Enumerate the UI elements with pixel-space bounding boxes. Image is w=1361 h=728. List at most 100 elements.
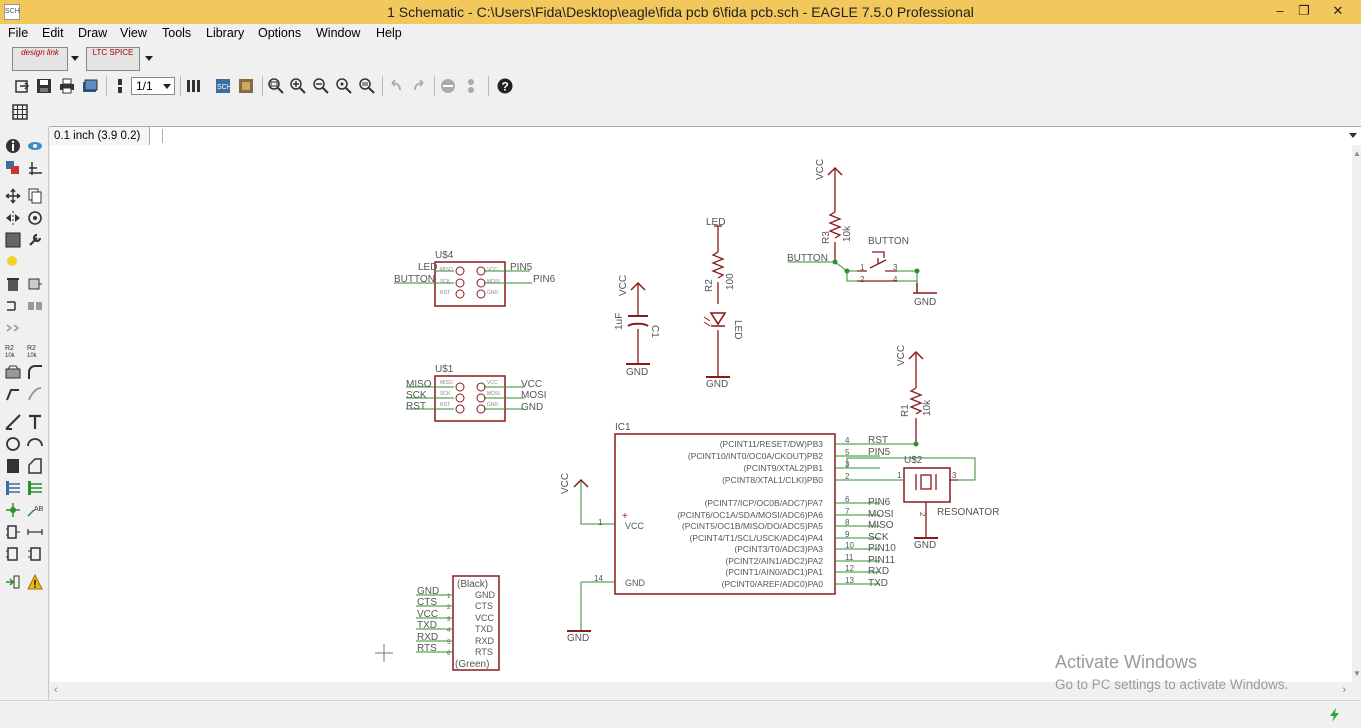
junction-icon[interactable] [5, 502, 21, 518]
move-icon[interactable] [5, 188, 21, 204]
modules-icon[interactable] [27, 546, 43, 562]
menu-window[interactable]: Window [316, 26, 361, 40]
scroll-down-icon[interactable]: ▼ [1353, 669, 1361, 678]
group-icon[interactable] [5, 232, 21, 248]
erc-icon[interactable] [5, 574, 21, 590]
ic1-pin-label: (PCINT6/OC1A/SDA/MOSI/ADC6)PA6 [677, 510, 823, 520]
zoom-redraw-icon[interactable] [336, 78, 352, 94]
sheet-icon[interactable] [112, 78, 128, 94]
schematic-icon[interactable]: SCH [215, 78, 231, 94]
ltspice-dropdown-icon[interactable] [145, 56, 153, 61]
resonator-part[interactable]: U$2 RESONATOR 1 2 3 GND [897, 455, 999, 551]
save-icon[interactable] [36, 78, 52, 94]
board-switch-icon[interactable] [186, 78, 202, 94]
miter-icon[interactable] [27, 364, 43, 380]
lightning-icon[interactable] [1327, 707, 1343, 723]
horizontal-scrollbar[interactable]: ‹ › [50, 682, 1352, 700]
bus-icon[interactable] [5, 480, 21, 496]
scroll-left-icon[interactable]: ‹ [54, 684, 58, 696]
change-icon[interactable] [27, 232, 43, 248]
mark-icon[interactable] [27, 160, 43, 176]
open-icon[interactable] [14, 78, 30, 94]
paste-icon[interactable] [5, 254, 21, 270]
rect-icon[interactable] [5, 458, 21, 474]
r1-reset-branch[interactable]: VCC R1 10k [896, 345, 933, 444]
menu-edit[interactable]: Edit [42, 26, 64, 40]
circle-icon[interactable] [5, 436, 21, 452]
ic1-pin-net: RXD [868, 566, 889, 577]
redo-icon[interactable] [411, 78, 427, 94]
ic1-pin-number: 13 [845, 576, 854, 585]
replace-icon[interactable] [27, 298, 43, 314]
r2-led-branch[interactable]: LED R2 100 LED GND [703, 217, 743, 390]
c1-capacitor[interactable]: VCC 1uF C1 GND [614, 275, 660, 378]
cam-processor-icon[interactable] [82, 78, 98, 94]
mirror-icon[interactable] [5, 210, 21, 226]
vertical-scrollbar[interactable]: ▲ ▼ [1352, 145, 1361, 682]
net-icon[interactable] [27, 480, 43, 496]
design-link-button[interactable]: design link [12, 47, 68, 71]
resonator-pin: 3 [952, 471, 957, 480]
print-icon[interactable] [59, 78, 75, 94]
gateswap-icon[interactable] [5, 320, 21, 336]
label-icon[interactable]: AB [27, 502, 43, 518]
schematic-canvas[interactable]: U$4 MISO SCK RST VCC MOSI GND LED BUTTON… [50, 145, 1352, 682]
help-icon[interactable]: ? [497, 78, 513, 94]
rotate-icon[interactable] [27, 210, 43, 226]
usb1-part[interactable]: U$1 MISO SCK RST VCC MOSI GND MISO SCK R… [406, 364, 547, 422]
smash-icon[interactable] [5, 364, 21, 380]
scroll-up-icon[interactable]: ▲ [1353, 149, 1361, 158]
errors-warning-icon[interactable] [27, 574, 43, 590]
arc-icon[interactable] [27, 436, 43, 452]
text-icon[interactable] [27, 414, 43, 430]
eagle-app-icon[interactable]: SCH [4, 4, 20, 20]
menu-options[interactable]: Options [258, 26, 302, 40]
board-icon[interactable] [238, 78, 254, 94]
r3-button-branch[interactable]: VCC R3 10k BUTTON BUTTON 1 2 3 4 GND [787, 159, 937, 308]
grid-icon[interactable] [12, 104, 28, 120]
design-link-dropdown-icon[interactable] [71, 56, 79, 61]
menu-file[interactable]: File [8, 26, 29, 40]
sheet-select[interactable]: 1/1 [131, 77, 175, 95]
polygon-icon[interactable] [27, 458, 43, 474]
attribute-icon[interactable] [5, 524, 21, 540]
zoom-select-icon[interactable] [359, 78, 375, 94]
show-icon[interactable] [27, 138, 43, 154]
menu-view[interactable]: View [120, 26, 147, 40]
ic1-pin-number: 4 [845, 436, 850, 445]
usb4-part[interactable]: U$4 MISO SCK RST VCC MOSI GND LED BUTTON… [394, 250, 556, 307]
pinswap-icon[interactable] [5, 298, 21, 314]
zoom-in-icon[interactable] [290, 78, 306, 94]
split-icon[interactable] [5, 386, 21, 402]
undo-icon[interactable] [388, 78, 404, 94]
wire-icon[interactable] [5, 414, 21, 430]
close-button[interactable]: ✕ [1332, 3, 1344, 18]
chevron-down-icon [163, 84, 171, 89]
menu-draw[interactable]: Draw [78, 26, 108, 40]
zoom-out-icon[interactable] [313, 78, 329, 94]
ltspice-button[interactable]: LTC SPICE [86, 47, 140, 71]
maximize-button[interactable]: ❐ [1298, 3, 1310, 18]
add-icon[interactable] [27, 276, 43, 292]
info-icon[interactable] [5, 138, 21, 154]
zoom-fit-icon[interactable] [268, 78, 284, 94]
display-layers-icon[interactable] [5, 160, 21, 176]
frame-icon[interactable] [5, 546, 21, 562]
command-history-dropdown-icon[interactable] [1349, 133, 1357, 138]
go-icon[interactable] [463, 78, 479, 94]
scroll-right-icon[interactable]: › [1342, 684, 1346, 696]
invoke-icon[interactable] [27, 386, 43, 402]
menu-tools[interactable]: Tools [162, 26, 192, 40]
command-input[interactable] [168, 128, 1338, 144]
minimize-button[interactable]: – [1276, 3, 1284, 18]
menu-help[interactable]: Help [376, 26, 402, 40]
dimension-icon[interactable] [27, 524, 43, 540]
menu-library[interactable]: Library [206, 26, 245, 40]
copy-icon[interactable] [27, 188, 43, 204]
delete-icon[interactable] [5, 276, 21, 292]
stop-icon[interactable] [440, 78, 456, 94]
ic1-part[interactable]: IC1 VCC GND + VCC GND 1 14 (PCINT11/RESE… [560, 422, 976, 644]
